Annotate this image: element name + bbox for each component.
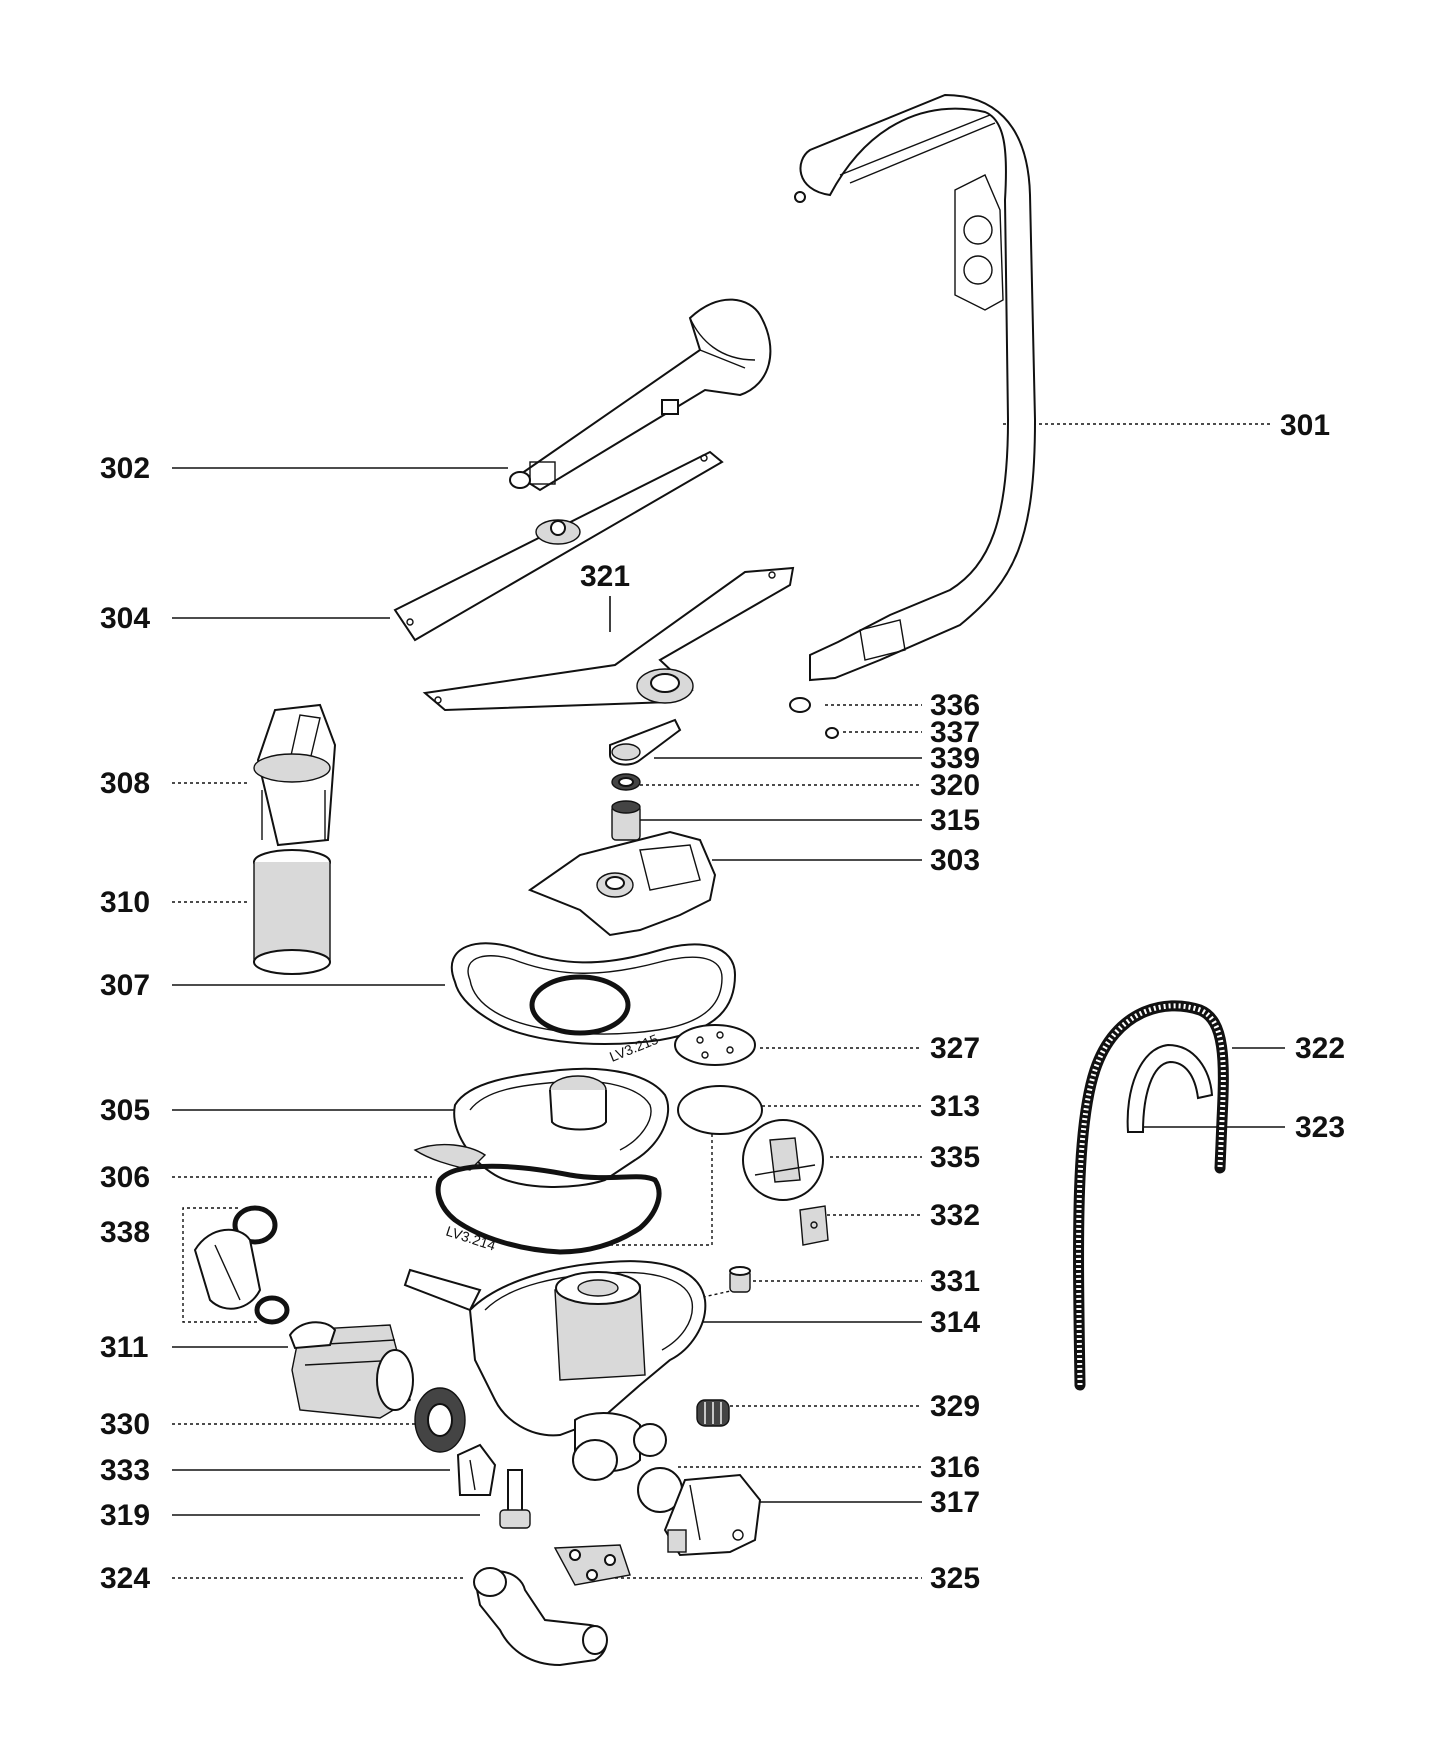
part-336-337-orings	[789, 697, 839, 739]
part-302-upper-spray-tube	[509, 298, 772, 492]
part-303-pump-cover	[527, 830, 717, 937]
label-310: 310	[100, 886, 150, 919]
label-320: 320	[930, 769, 980, 802]
label-324: 324	[100, 1562, 150, 1595]
label-308: 308	[100, 767, 150, 800]
part-333-bracket	[456, 1443, 497, 1496]
label-331: 331	[930, 1265, 980, 1298]
label-323: 323	[1295, 1111, 1345, 1144]
callout-labels: 301 302 303 304 305 306 307 308 310 311 …	[100, 409, 1345, 1595]
part-329-spring	[696, 1399, 730, 1427]
label-322: 322	[1295, 1032, 1345, 1065]
label-306: 306	[100, 1161, 150, 1194]
label-315: 315	[930, 804, 980, 837]
part-304-upper-spray-arm	[393, 450, 724, 642]
label-311: 311	[100, 1331, 148, 1364]
part-308-filter-housing	[253, 703, 337, 847]
label-332: 332	[930, 1199, 980, 1232]
part-319-sensor	[499, 1469, 531, 1529]
label-317: 317	[930, 1486, 980, 1519]
part-310-mesh-filter	[253, 849, 331, 975]
part-330-impeller	[414, 1387, 466, 1453]
label-338: 338	[100, 1216, 150, 1249]
label-337: 337	[930, 716, 980, 749]
label-335: 335	[930, 1141, 980, 1174]
label-336: 336	[930, 689, 980, 722]
part-314-sump	[403, 1260, 707, 1481]
part-338-hose-clamps	[193, 1205, 290, 1325]
label-339: 339	[930, 742, 980, 775]
label-307: 307	[100, 969, 150, 1002]
part-305-sump-cover	[413, 1067, 670, 1188]
label-301: 301	[1280, 409, 1330, 442]
label-316: 316	[930, 1451, 980, 1484]
part-311-heater	[288, 1321, 414, 1419]
part-301-spray-pipe	[794, 93, 1037, 682]
part-323-hose-guide	[1126, 1043, 1214, 1133]
part-317-drain-pump	[663, 1473, 762, 1557]
label-313: 313	[930, 1090, 980, 1123]
label-314: 314	[930, 1306, 980, 1339]
label-305: 305	[100, 1094, 150, 1127]
part-307-gasket: LV3.215	[450, 942, 737, 1065]
label-333: 333	[100, 1454, 150, 1487]
label-302: 302	[100, 452, 150, 485]
part-332-bracket	[799, 1205, 829, 1246]
part-339-320-315-stack	[609, 718, 682, 841]
label-330: 330	[100, 1408, 150, 1441]
label-304: 304	[100, 602, 150, 635]
label-325: 325	[930, 1562, 980, 1595]
label-329: 329	[930, 1390, 980, 1423]
part-327-disc	[674, 1024, 756, 1066]
part-313-oring	[677, 1085, 763, 1135]
label-321: 321	[580, 560, 630, 593]
label-327: 327	[930, 1032, 980, 1065]
part-321-lower-spray-arm	[422, 566, 795, 712]
part-324-drain-elbow	[473, 1567, 608, 1667]
leader-lines	[172, 423, 1285, 1579]
part-322-drain-hose	[1073, 1000, 1229, 1391]
label-303: 303	[930, 844, 980, 877]
part-331-cap	[729, 1266, 751, 1293]
label-319: 319	[100, 1499, 150, 1532]
part-335-valve-detail	[742, 1119, 824, 1201]
part-325-check-valve	[553, 1544, 631, 1586]
